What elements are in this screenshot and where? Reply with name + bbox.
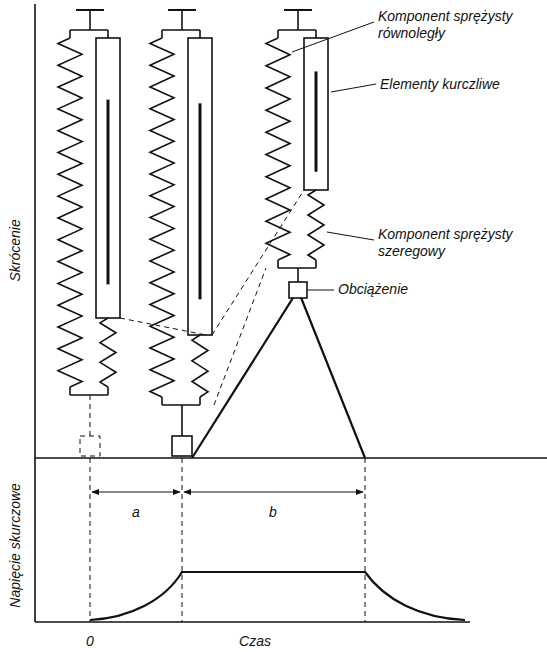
leader-line xyxy=(331,84,376,92)
leader-line xyxy=(308,290,334,291)
muscle-model xyxy=(150,10,212,405)
parallel-spring xyxy=(58,38,82,387)
frame-link xyxy=(199,397,201,405)
series-spring xyxy=(192,335,208,397)
load-stem xyxy=(181,405,183,436)
frame-bar xyxy=(278,29,316,31)
interval-label: b xyxy=(269,504,277,521)
callout-label: Komponent sprężysty szeregowy xyxy=(378,226,543,260)
axis-tick-label: 0 xyxy=(86,633,94,650)
contractile-filament xyxy=(315,71,318,171)
frame-link xyxy=(107,387,109,395)
frame-link xyxy=(69,30,71,38)
leader-line xyxy=(327,232,374,240)
frame-link xyxy=(277,30,279,38)
time-marker xyxy=(182,458,183,622)
frame-link xyxy=(161,30,163,38)
contractile-element xyxy=(96,38,120,318)
contractile-element xyxy=(304,38,328,190)
frame-bar xyxy=(70,29,108,31)
anchor-stem xyxy=(297,10,299,30)
dashed-link xyxy=(214,268,266,405)
load-stem xyxy=(90,395,91,436)
axis-title: Czas xyxy=(239,633,271,650)
frame-bar xyxy=(278,267,316,269)
frame-link xyxy=(277,260,279,268)
frame-link xyxy=(161,397,163,405)
parallel-spring xyxy=(150,38,174,397)
parallel-spring xyxy=(266,38,290,260)
series-spring xyxy=(100,318,116,387)
load-stem xyxy=(297,268,299,282)
load-box xyxy=(172,436,192,456)
anchor-stem xyxy=(181,10,183,30)
contractile-filament xyxy=(107,100,110,285)
anchor-stem xyxy=(89,10,91,30)
frame-bar xyxy=(162,404,200,406)
muscle-model xyxy=(58,10,120,395)
load-box-dashed xyxy=(80,436,100,456)
dimension-arrow xyxy=(184,492,363,493)
load-box xyxy=(289,282,307,298)
dashed-link xyxy=(212,190,304,335)
frame-link xyxy=(69,387,71,395)
callout-label: Elementy kurczliwe xyxy=(380,76,540,93)
frame-link xyxy=(315,30,317,38)
frame-bar xyxy=(70,394,108,396)
callout-label: Obciążenie xyxy=(338,281,458,298)
contractile-filament xyxy=(199,103,202,299)
axis-title: Skrócenie xyxy=(7,219,24,281)
tension-curve xyxy=(90,572,465,620)
muscle-model xyxy=(266,10,328,268)
axis-line xyxy=(34,4,36,622)
axis-line xyxy=(35,621,470,623)
interval-label: a xyxy=(132,504,140,521)
shortening-curve xyxy=(192,290,365,458)
series-spring xyxy=(308,190,324,260)
axis-title: Napięcie skurczowe xyxy=(7,483,24,608)
axis-line xyxy=(35,457,547,459)
time-marker xyxy=(90,458,91,622)
frame-link xyxy=(315,260,317,268)
contractile-element xyxy=(188,38,212,335)
frame-link xyxy=(199,30,201,38)
dimension-arrow xyxy=(92,492,180,493)
frame-bar xyxy=(162,29,200,31)
callout-label: Komponent sprężysty równoległy xyxy=(378,8,543,42)
time-marker xyxy=(365,458,366,622)
frame-link xyxy=(107,30,109,38)
